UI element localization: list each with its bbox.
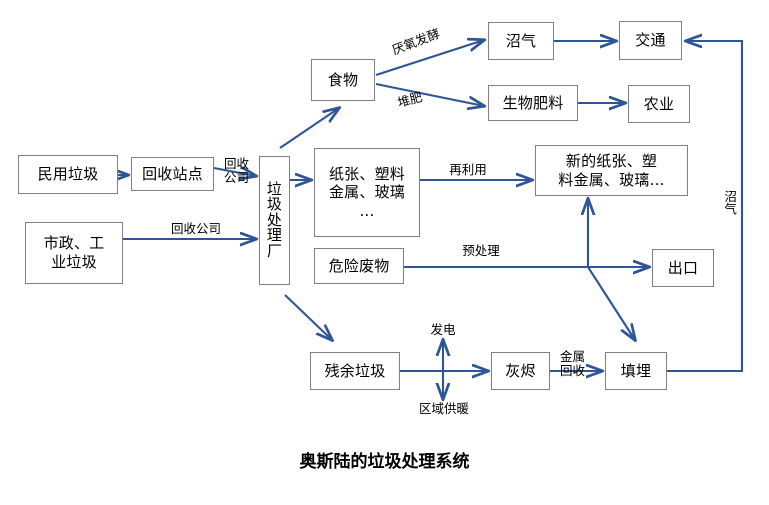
node-biofertilizer[interactable]: 生物肥料 — [488, 85, 578, 121]
edge-label-biogas-return: 沼气 — [722, 190, 738, 215]
node-municipal-industrial-waste[interactable]: 市政、工 业垃圾 — [25, 222, 123, 284]
diagram-title: 奥斯陆的垃圾处理系统 — [299, 452, 470, 472]
edge-plant-residual — [284, 294, 332, 340]
edge-plant-food — [279, 108, 339, 149]
node-food[interactable]: 食物 — [311, 59, 375, 101]
edge-landfill-transport-biogas — [667, 41, 744, 373]
node-residual-waste[interactable]: 残余垃圾 — [310, 352, 400, 390]
node-export[interactable]: 出口 — [652, 249, 714, 287]
edge-station-plant — [213, 168, 256, 176]
node-biogas[interactable]: 沼气 — [488, 22, 554, 60]
edge-junction-landfill — [587, 266, 635, 340]
edge-food-biofert — [375, 82, 484, 106]
node-household[interactable]: 民用垃圾 — [18, 155, 118, 194]
node-recycling-station[interactable]: 回收站点 — [131, 157, 214, 191]
node-transport[interactable]: 交通 — [619, 21, 682, 60]
edge-food-biogas — [375, 40, 484, 76]
edge-label-recycling-company-station: 回收 公司 — [223, 156, 249, 185]
edge-label-power-generation: 发电 — [430, 322, 456, 337]
edge-label-district-heating: 区域供暖 — [418, 401, 469, 416]
edge-label-metal-recovery: 金属 回收 — [559, 349, 585, 378]
node-ash[interactable]: 灰烬 — [491, 352, 550, 390]
edge-label-pretreatment: 预处理 — [462, 243, 500, 258]
node-new-materials[interactable]: 新的纸张、塑 料金属、玻璃… — [535, 145, 688, 196]
node-recyclable-materials[interactable]: 纸张、塑料 金属、玻璃 … — [314, 148, 420, 237]
node-agriculture[interactable]: 农业 — [628, 85, 690, 123]
edge-label-reuse: 再利用 — [449, 162, 487, 177]
node-hazardous-waste[interactable]: 危险废物 — [314, 248, 404, 284]
node-waste-treatment-plant[interactable]: 垃 圾 处 理 厂 — [259, 156, 290, 285]
node-landfill[interactable]: 填埋 — [605, 352, 667, 390]
edge-label-recycling-company-municipal: 回收公司 — [170, 221, 221, 236]
